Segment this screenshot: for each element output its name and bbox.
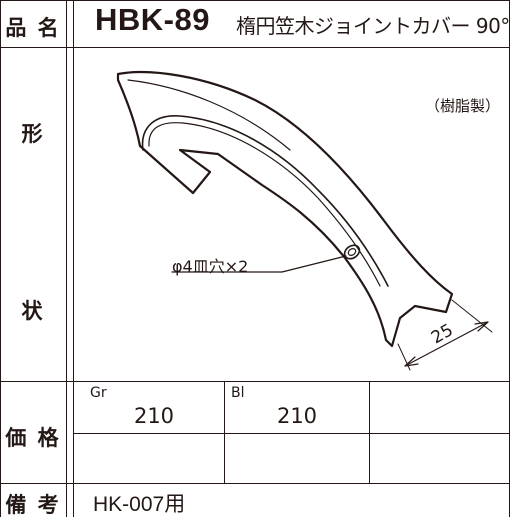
cover-inner-rim-2 — [148, 122, 381, 287]
frame-border-left — [0, 0, 1, 517]
dimension-extension-2 — [451, 299, 493, 333]
dimension-arrow-left — [404, 356, 419, 367]
row-divider-drawing — [0, 381, 510, 382]
dimension-arrow-right — [474, 321, 489, 332]
price-value-bl: 210 — [276, 404, 318, 428]
label-remarks: 備 考 — [5, 493, 61, 517]
material-note: （樹脂製） — [424, 97, 500, 115]
countersunk-hole-inner — [347, 248, 357, 256]
price-column-divider-2 — [369, 381, 370, 483]
label-shape-bottom: 状 — [21, 299, 45, 323]
hole-leader-line — [171, 255, 347, 273]
label-price: 価 格 — [5, 426, 61, 450]
price-value-gr: 210 — [133, 404, 175, 428]
product-model-number: HBK-89 — [95, 2, 210, 37]
price-column-divider-1 — [224, 381, 225, 483]
label-column-divider — [66, 0, 67, 517]
row-divider-remarks — [0, 483, 510, 484]
cover-inner-rim — [141, 115, 389, 287]
cover-highlight — [127, 79, 291, 151]
row-divider-price-inner — [73, 433, 510, 434]
dimension-line — [404, 321, 489, 367]
label-shape-top: 形 — [21, 122, 45, 146]
label-product-name: 品 名 — [5, 16, 61, 40]
frame-border-top — [0, 0, 510, 1]
label-column-divider-double — [73, 0, 74, 517]
cover-outline — [116, 71, 454, 348]
row-divider-title — [0, 47, 510, 48]
remarks-text: HK-007用 — [93, 493, 186, 516]
hole-note: φ4皿穴×2 — [172, 257, 249, 276]
price-color-gr: Gr — [90, 385, 107, 401]
price-color-bl: Bl — [231, 385, 245, 401]
product-name: 楕円笠木ジョイントカバー 90° — [236, 14, 510, 38]
